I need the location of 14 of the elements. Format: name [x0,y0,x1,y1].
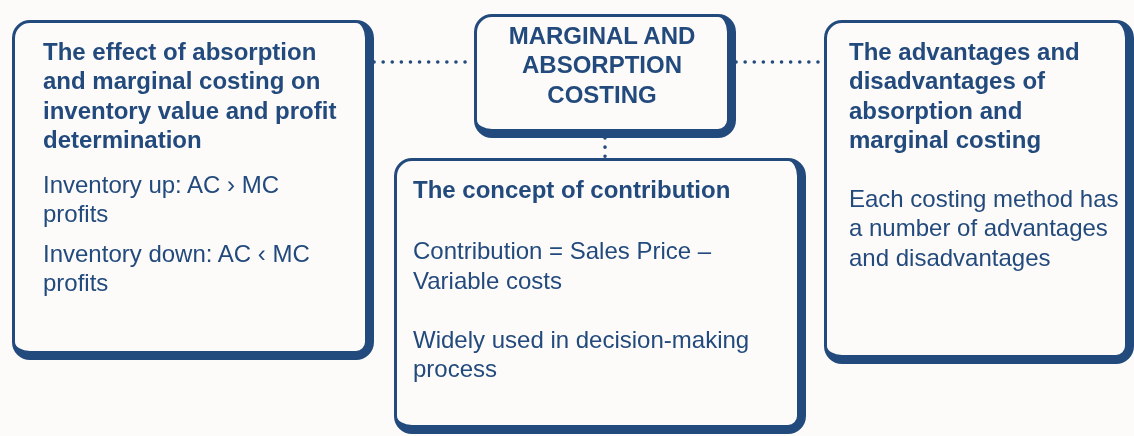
rounded-box [12,20,374,360]
body-text: Each costing method has a number of advantages and disadvantages [849,184,1119,272]
body-text: Widely used in decision-making process [413,324,751,384]
body-text: Inventory up: AC › MC profits [43,170,281,229]
rounded-box [394,158,806,434]
rounded-box [824,20,1134,364]
body-text: Inventory down: AC ‹ MC profits [43,238,311,298]
heading-text: The advantages and disadvantages of absorption and marginal costing [849,37,1081,155]
title-text: MARGINAL AND ABSORPTION COSTING [507,21,697,109]
body-text: Contribution = Sales Price – Variable costs [413,236,713,295]
heading-text: The effect of absorption and marginal costing on inventory value and profit determination [43,37,338,155]
rounded-box [474,14,736,138]
heading-text: The concept of contribution [413,175,732,205]
dotted-connector [603,136,607,160]
